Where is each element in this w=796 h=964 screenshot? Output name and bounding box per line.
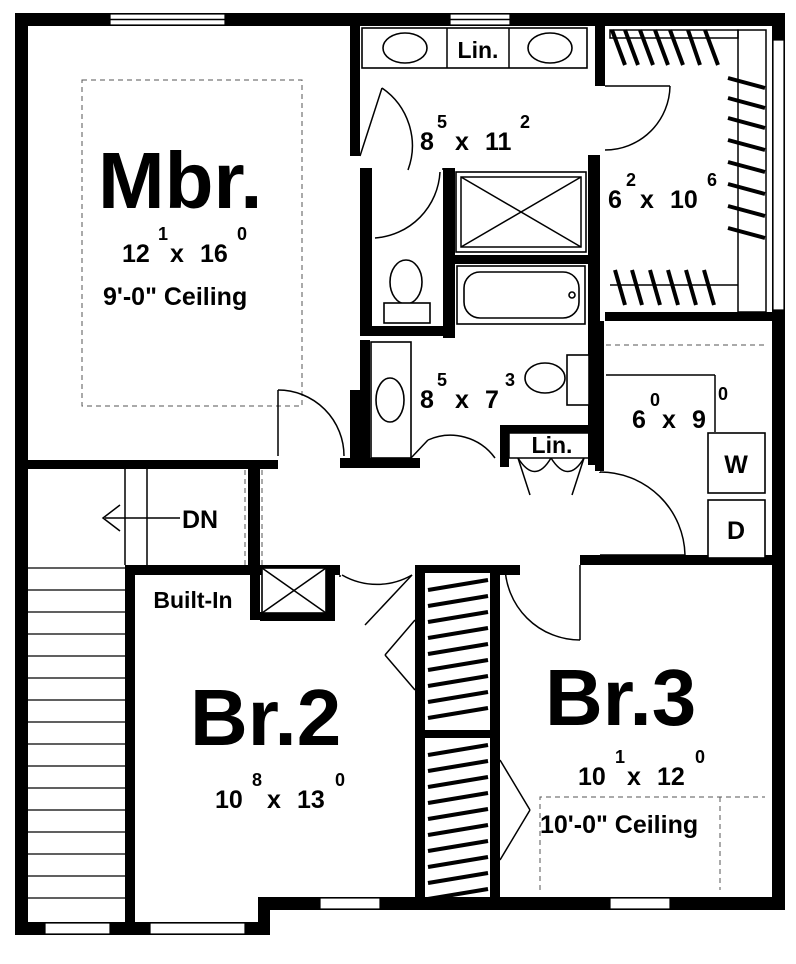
dim-width: 8	[420, 128, 434, 156]
laundry-dimension: 6 0 x 9 0	[632, 384, 728, 434]
bedroom3-closet-door	[499, 759, 531, 861]
dim-width-inches: 1	[158, 224, 168, 244]
master-dimension: 12 1 x 16 0	[122, 224, 247, 268]
dim-length-inches: 0	[695, 747, 705, 767]
master-ceiling: 9'-0" Ceiling	[103, 283, 247, 311]
dim-width-inches: 1	[615, 747, 625, 767]
dim-width: 8	[420, 386, 434, 414]
closet-rod	[427, 823, 489, 837]
closet-rod	[427, 871, 489, 885]
dim-width-inches: 0	[650, 390, 660, 410]
master-bedroom-door	[277, 389, 345, 457]
closet-rod	[427, 775, 489, 789]
closet-rod	[427, 610, 489, 624]
bathtub	[456, 265, 586, 325]
closet-rod	[427, 791, 489, 805]
master-closet	[604, 29, 767, 313]
shower	[455, 171, 587, 253]
laundry	[599, 344, 766, 559]
dim-width: 10	[578, 763, 606, 791]
windows	[44, 13, 785, 935]
stair-treads	[28, 567, 125, 899]
closet-hanging-rods	[427, 578, 489, 901]
dim-length-inches: 0	[237, 224, 247, 244]
dim-width-inches: 5	[437, 370, 447, 390]
dim-length-inches: 2	[520, 112, 530, 132]
master-bath-door	[359, 87, 414, 171]
dim-length: 13	[297, 786, 325, 814]
master-closet-dimension: 6 2 x 10 6	[608, 170, 717, 214]
closet-rod	[427, 743, 489, 757]
dim-times: x	[640, 186, 654, 214]
bedroom3-tray-ceiling	[539, 796, 765, 890]
closet-rod	[427, 674, 489, 688]
bedroom3-room-name: Br.3	[545, 653, 696, 742]
bedroom2-room-name: Br.2	[190, 673, 341, 762]
dim-length: 16	[200, 240, 228, 268]
closet-rod	[427, 839, 489, 853]
dim-width-inches: 8	[252, 770, 262, 790]
closet-rod	[427, 706, 489, 720]
bedroom3-door	[504, 564, 581, 641]
linen-hall-label: Lin.	[532, 432, 573, 458]
closet-rod	[427, 759, 489, 773]
closet-rod	[427, 855, 489, 869]
dim-width: 12	[122, 240, 150, 268]
dryer-label: D	[727, 517, 745, 545]
dim-times: x	[662, 406, 676, 434]
closet-rod	[427, 642, 489, 656]
closet-rod	[427, 578, 489, 592]
bedroom3-ceiling: 10'-0" Ceiling	[540, 811, 698, 839]
closet-rod	[427, 807, 489, 821]
master-tray-ceiling	[81, 79, 303, 407]
stairs-landing	[28, 467, 263, 565]
dim-times: x	[267, 786, 281, 814]
dim-length-inches: 0	[718, 384, 728, 404]
stairs-down-label: DN	[182, 506, 218, 534]
dim-times: x	[627, 763, 641, 791]
dim-times: x	[455, 128, 469, 156]
dim-times: x	[170, 240, 184, 268]
master-room-name: Mbr.	[98, 136, 262, 225]
closet-rod	[427, 690, 489, 704]
dim-length: 12	[657, 763, 685, 791]
vanity	[361, 27, 588, 69]
dim-width-inches: 2	[626, 170, 636, 190]
built-in-label: Built-In	[153, 587, 232, 613]
dim-width-inches: 5	[437, 112, 447, 132]
dim-length-inches: 3	[505, 370, 515, 390]
interior-walls	[28, 26, 772, 922]
dim-length: 11	[485, 128, 512, 156]
hall-bath-dimension: 8 5 x 7 3	[420, 370, 515, 414]
dim-length: 9	[692, 406, 706, 434]
washer-label: W	[724, 451, 748, 479]
built-in	[261, 567, 327, 614]
closet-rod	[427, 626, 489, 640]
dim-length-inches: 0	[335, 770, 345, 790]
dim-width: 10	[215, 786, 243, 814]
bedroom3-dimension: 10 1 x 12 0	[578, 747, 705, 791]
closet-rod	[427, 594, 489, 608]
closet-rod	[427, 887, 489, 901]
bedroom2-door	[339, 574, 413, 626]
closet-rod	[427, 658, 489, 672]
wc-door	[374, 168, 444, 239]
master-bath-dimension: 8 5 x 11 2	[420, 112, 530, 156]
toilet	[383, 259, 431, 324]
dim-width: 6	[608, 186, 622, 214]
dim-times: x	[455, 386, 469, 414]
dim-length: 10	[670, 186, 698, 214]
dim-width: 6	[632, 406, 646, 434]
hall-bath-fixtures	[370, 341, 590, 459]
bedroom2-closet-door	[384, 619, 416, 691]
linen-bath-label: Lin.	[458, 37, 499, 63]
dim-length: 7	[485, 386, 499, 414]
linen-hall-closet	[508, 432, 594, 496]
dim-length-inches: 6	[707, 170, 717, 190]
bedroom2-dimension: 10 8 x 13 0	[215, 770, 345, 814]
